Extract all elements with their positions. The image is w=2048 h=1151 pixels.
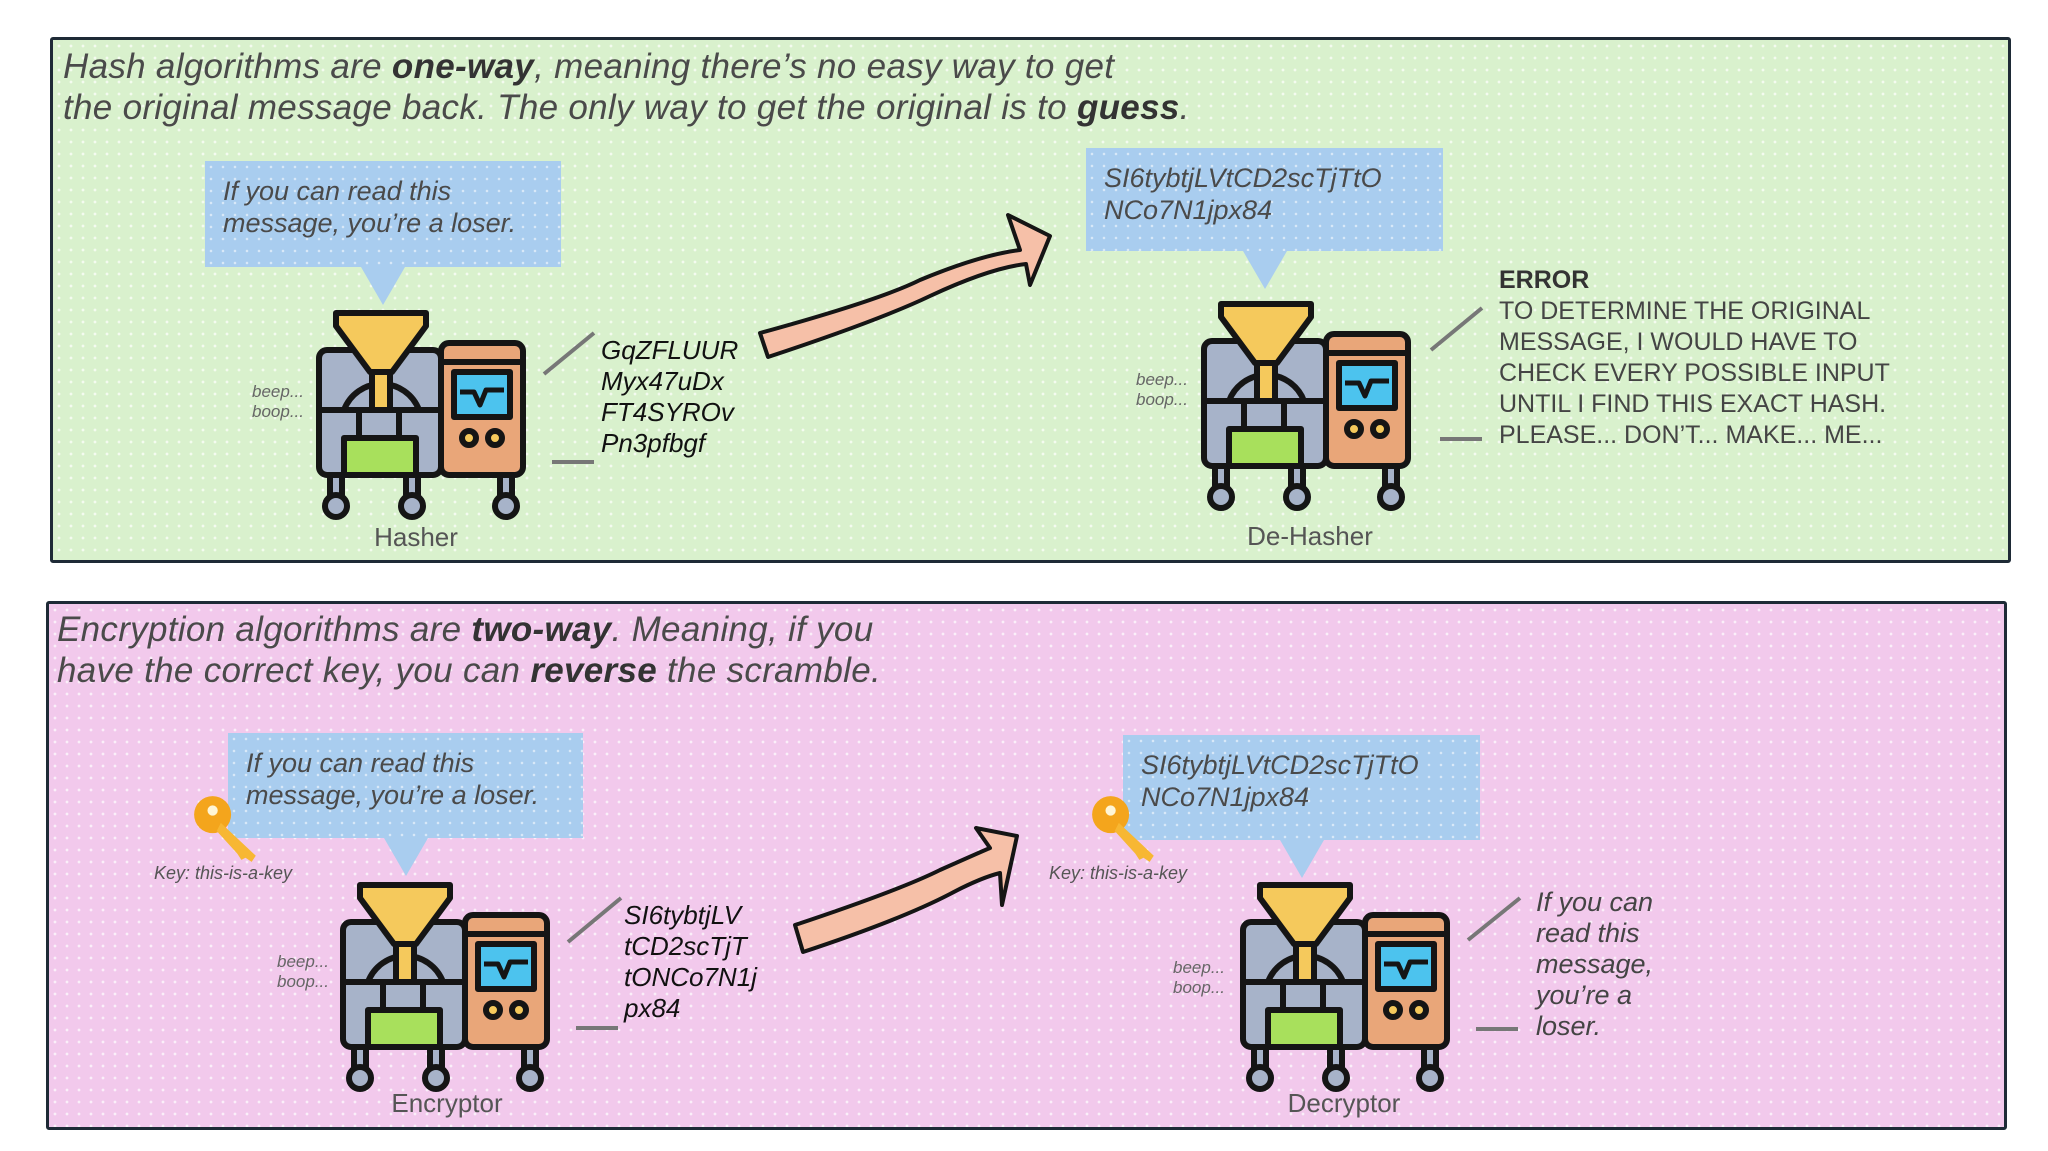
error-line: Please... don’t... make... me...	[1499, 421, 1883, 449]
heading-text: the scramble.	[657, 651, 882, 690]
cipher-output-line: tONCo7N1j	[624, 962, 757, 992]
encryptor-input-bubble: If you can read this message, you’re a l…	[228, 733, 583, 876]
dehasher-input-bubble: SI6tybtjLVtCD2scTjTtO NCo7N1jpx84	[1086, 148, 1443, 289]
bubble-text: If you can read this message, you’re a l…	[223, 176, 517, 238]
encryptor-machine-icon	[338, 882, 552, 1094]
decrypted-line: If you can	[1536, 887, 1654, 917]
beep-text: beep...	[252, 382, 304, 401]
hasher-label: Hasher	[374, 522, 458, 552]
decryptor-input-bubble: SI6tybtjLVtCD2scTjTtO NCo7N1jpx84	[1123, 735, 1480, 878]
cipher-output-line: px84	[624, 993, 681, 1023]
hash-output-line: FT4SYROv	[601, 397, 734, 427]
heading-text: have the correct key, you can	[57, 651, 531, 690]
hash-output-line: GqZFLUUR	[601, 335, 739, 365]
encryption-heading: Encryption algorithms are two-way. Meani…	[57, 609, 881, 691]
cipher-output-line: SI6tybtjLV	[624, 900, 742, 930]
heading-bold-two-way: two-way	[471, 610, 612, 649]
encryptor-label: Encryptor	[391, 1088, 503, 1118]
bubble-text: If you can read this message, you’re a l…	[246, 748, 540, 810]
cipher-output-line: tCD2scTjT	[624, 931, 747, 961]
boop-text: boop...	[252, 402, 304, 421]
decryptor-sounds: beep...boop...	[1173, 958, 1225, 998]
error-line: check every possible input	[1499, 359, 1890, 387]
heading-bold-guess: guess	[1076, 88, 1180, 127]
error-title: ERROR	[1499, 266, 1590, 294]
hasher-machine-icon	[314, 310, 528, 522]
decrypted-line: you’re a	[1536, 980, 1633, 1010]
dehasher-sounds: beep...boop...	[1136, 370, 1188, 410]
error-line: until I find this exact hash.	[1499, 390, 1887, 418]
bubble-text: SI6tybtjLVtCD2scTjTtO	[1141, 750, 1419, 780]
boop-text: boop...	[277, 972, 329, 991]
heading-text: . Meaning, if you	[611, 610, 874, 649]
beep-text: beep...	[277, 952, 329, 971]
heading-text: Encryption algorithms are	[57, 610, 472, 649]
dehasher-machine-icon	[1199, 301, 1413, 513]
heading-bold-one-way: one-way	[391, 47, 535, 86]
hash-output-line: Myx47uDx	[601, 366, 724, 396]
decrypt-key-label: Key: this-is-a-key	[1049, 863, 1188, 883]
bubble-text: NCo7N1jpx84	[1104, 195, 1273, 225]
hash-output-line: Pn3pfbgf	[601, 428, 706, 458]
key-icon	[1088, 792, 1162, 866]
dehasher-error-message: ERROR To determine the original message,…	[1499, 265, 1890, 451]
heading-bold-reverse: reverse	[530, 651, 657, 690]
encryptor-sounds: beep...boop...	[277, 952, 329, 992]
heading-text: Hash algorithms are	[63, 47, 392, 86]
decryptor-machine-icon	[1238, 882, 1452, 1094]
dehasher-label: De-Hasher	[1247, 521, 1373, 551]
heading-text: , meaning there’s no easy way to get	[534, 47, 1115, 86]
heading-text: .	[1179, 88, 1190, 127]
key-icon	[190, 792, 264, 866]
decrypted-line: read this	[1536, 918, 1640, 948]
error-line: message, I would have to	[1499, 328, 1858, 356]
hasher-sounds: beep...boop...	[252, 382, 304, 422]
hasher-input-bubble: If you can read this message, you’re a l…	[205, 161, 561, 305]
bubble-text: NCo7N1jpx84	[1141, 782, 1310, 812]
decrypted-line: message,	[1536, 949, 1654, 979]
boop-text: boop...	[1173, 978, 1225, 997]
bubble-text: SI6tybtjLVtCD2scTjTtO	[1104, 163, 1382, 193]
decrypted-line: loser.	[1536, 1011, 1602, 1041]
boop-text: boop...	[1136, 390, 1188, 409]
hash-heading: Hash algorithms are one-way, meaning the…	[63, 46, 1190, 128]
encrypt-key-label: Key: this-is-a-key	[154, 863, 293, 883]
error-line: To determine the original	[1499, 297, 1871, 325]
decryptor-label: Decryptor	[1287, 1088, 1401, 1118]
beep-text: beep...	[1136, 370, 1188, 389]
heading-text: the original message back. The only way …	[63, 88, 1077, 127]
beep-text: beep...	[1173, 958, 1225, 977]
